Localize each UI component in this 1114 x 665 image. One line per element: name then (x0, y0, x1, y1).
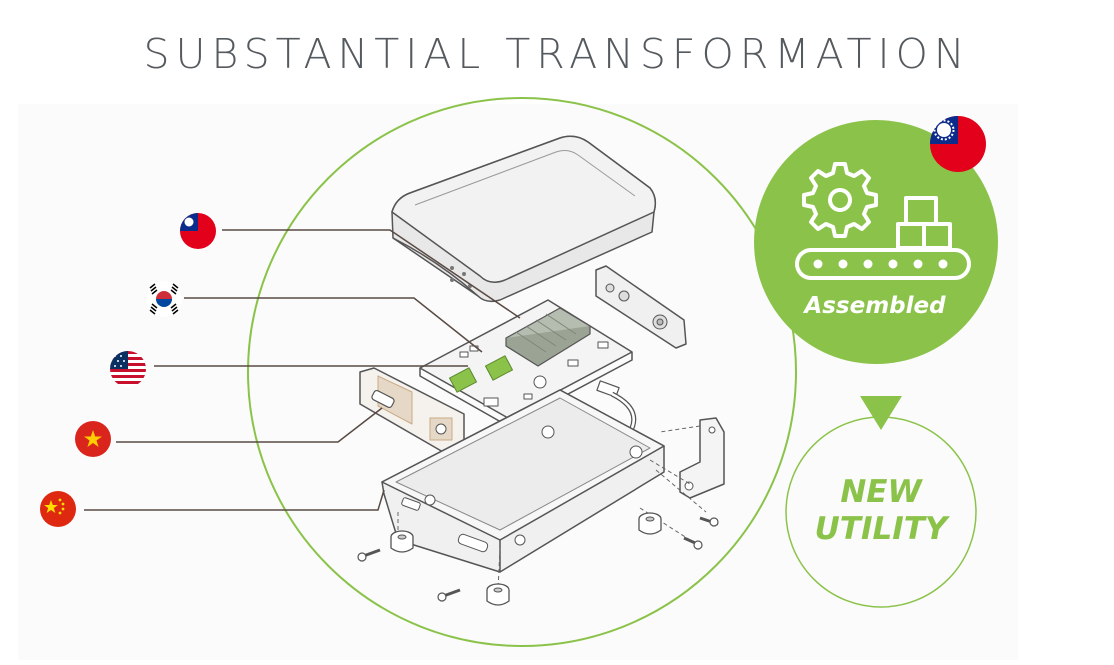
assembled-badge (754, 116, 998, 364)
new-utility-line1: NEW (840, 474, 922, 510)
taiwan-flag-badge-icon (930, 116, 986, 172)
south-korea-flag-icon (146, 281, 182, 317)
conveyor-belt-icon (795, 248, 971, 280)
gear-icon (802, 162, 878, 238)
base-enclosure (381, 389, 665, 573)
leader-line-top-cover (222, 229, 521, 319)
leader-line-base-enclosure (84, 489, 385, 511)
new-utility-line2: UTILITY (814, 511, 948, 547)
leader-line-io-panel (116, 407, 383, 443)
taiwan-flag-icon (180, 213, 216, 249)
circuit-board (419, 299, 633, 427)
assembled-label: Assembled (804, 293, 946, 319)
leader-line-circuit-board (184, 297, 483, 353)
vietnam-flag-icon (75, 421, 111, 457)
new-utility-label: NEW UTILITY (800, 474, 962, 548)
exploded-device-illustration (357, 135, 725, 606)
rear-panel-plate (595, 265, 687, 349)
arrow-down-icon (860, 396, 902, 430)
feet-and-screws (357, 512, 719, 606)
top-cover (391, 135, 657, 303)
front-io-panel (359, 367, 465, 457)
new-utility-circle (785, 416, 977, 608)
china-flag-icon (40, 491, 76, 527)
side-bracket (679, 417, 725, 499)
leader-lines (84, 229, 521, 511)
exploded-view-circle (247, 97, 797, 647)
usa-flag-icon (110, 351, 146, 387)
page-title: SUBSTANTIAL TRANSFORMATION (143, 30, 971, 78)
